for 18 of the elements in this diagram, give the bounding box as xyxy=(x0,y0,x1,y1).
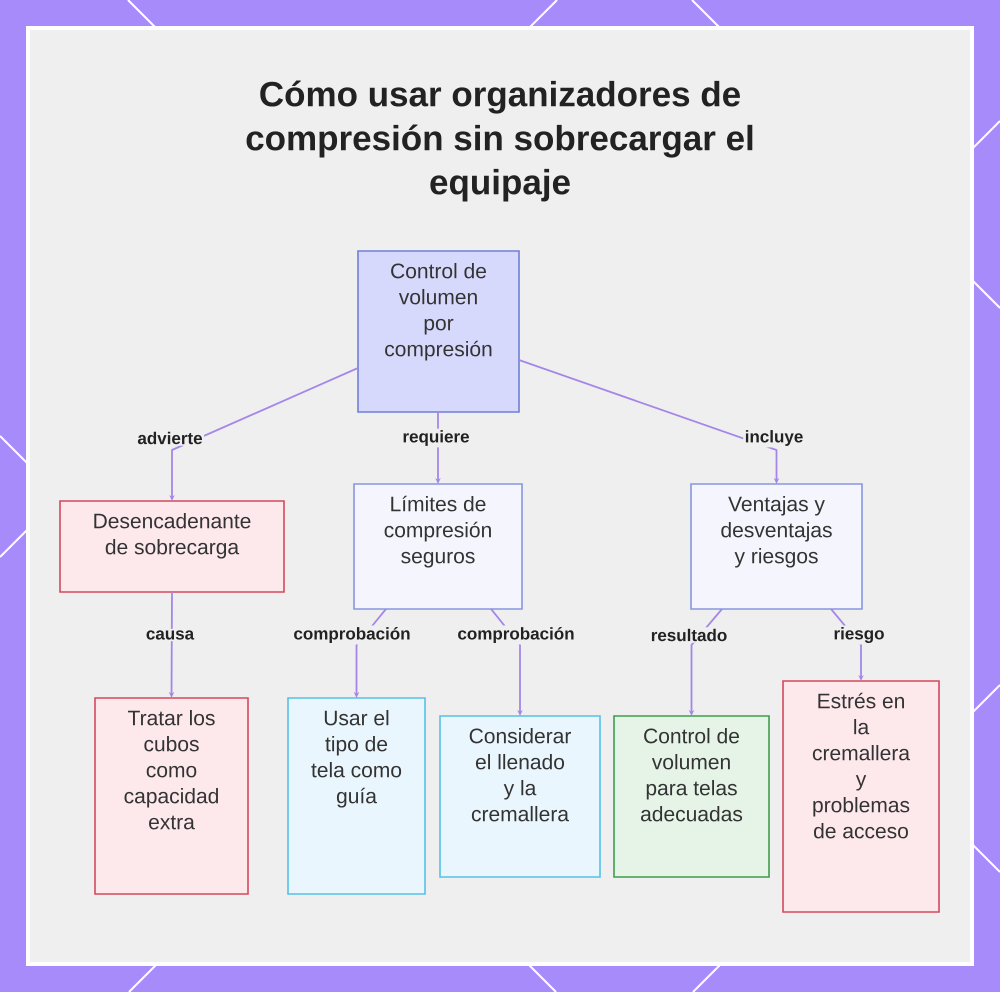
edge-label: resultado xyxy=(649,627,729,643)
concept-box: Control de volumen para telas adecuadas xyxy=(613,715,770,878)
concept-box: Tratar los cubos como capacidad extra xyxy=(94,697,249,895)
concept-box: Considerar el llenado y la cremallera xyxy=(439,715,601,878)
title: Cómo usar organizadores de compresión sin sobrecargar el equipaje xyxy=(246,80,752,202)
edge-label: advierte xyxy=(136,430,204,446)
concept-box: Desencadenante de sobrecarga xyxy=(59,500,285,593)
edge-label: riesgo xyxy=(832,626,886,644)
concept-box: Ventajas y desventajas y riesgos xyxy=(690,483,863,610)
concept-box: Control de volumen por compresión xyxy=(357,250,520,413)
edge-label: comprobación xyxy=(292,626,412,644)
edge-label: causa xyxy=(144,628,196,642)
edge-label: incluye xyxy=(743,428,805,448)
edge-label: requiere xyxy=(400,428,472,448)
concept-box: Usar el tipo de tela como guía xyxy=(287,697,426,895)
concept-box: Estrés en la cremallera y problemas de acceso xyxy=(782,680,940,913)
concept-box: Límites de compresión seguros xyxy=(353,483,523,610)
edge-label: comprobación xyxy=(456,626,576,644)
